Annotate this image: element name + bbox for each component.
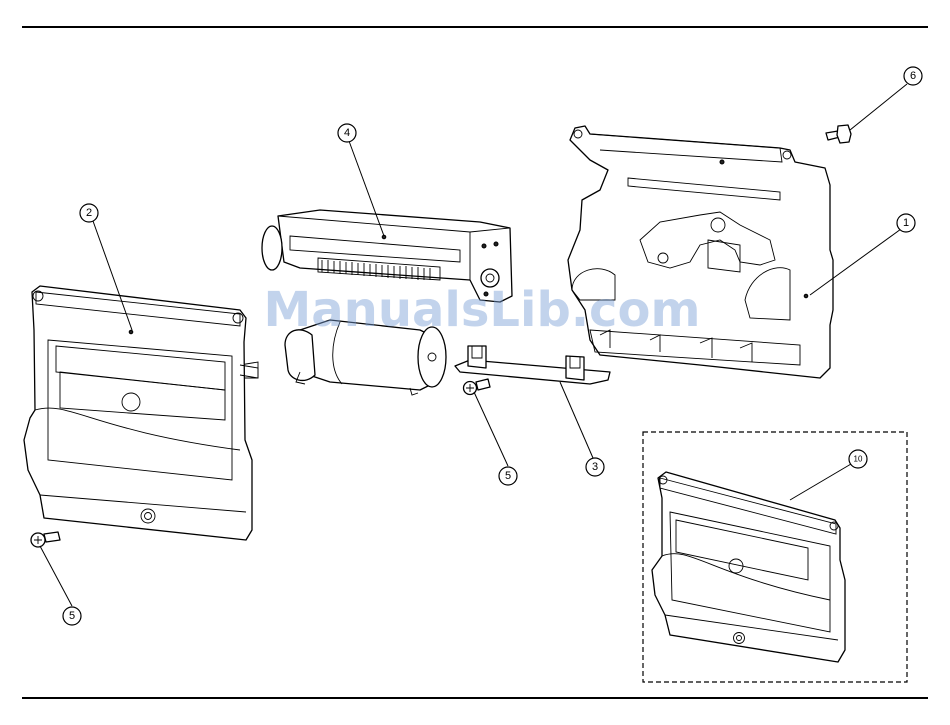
callout-part-5-left: 5 [63, 607, 81, 625]
callout-part-1-label: 1 [903, 217, 909, 229]
callout-part-6-label: 6 [910, 70, 916, 82]
callout-part-3: 3 [586, 458, 604, 476]
callout-part-4-label: 4 [344, 127, 350, 139]
callout-part-2: 2 [80, 204, 98, 222]
part-3-sensor-board [455, 346, 610, 384]
leader-5-center [474, 392, 508, 466]
leader-6 [850, 84, 907, 130]
callout-part-2-label: 2 [86, 207, 92, 219]
part-5-screw-center [464, 379, 491, 395]
callout-part-5-center-label: 5 [505, 470, 511, 482]
callout-part-6: 6 [904, 67, 922, 85]
callout-part-1: 1 [897, 214, 915, 232]
callout-part-5-left-label: 5 [69, 610, 75, 622]
leader-5-left [40, 546, 72, 606]
part-5-screw-left [31, 532, 60, 547]
callout-part-3-label: 3 [592, 461, 598, 473]
part-6-screw [826, 125, 851, 143]
leader-10 [790, 464, 851, 500]
part-2-cover [24, 286, 258, 540]
part-1-frame [568, 126, 833, 378]
callout-part-10-label: 10 [854, 455, 863, 464]
watermark-text: ManualsLib.com [264, 282, 701, 338]
callout-part-10: 10 [849, 450, 867, 468]
callout-part-5-center: 5 [499, 467, 517, 485]
leader-3 [560, 382, 593, 458]
callout-part-4: 4 [338, 124, 356, 142]
part-10-inset [643, 432, 907, 682]
